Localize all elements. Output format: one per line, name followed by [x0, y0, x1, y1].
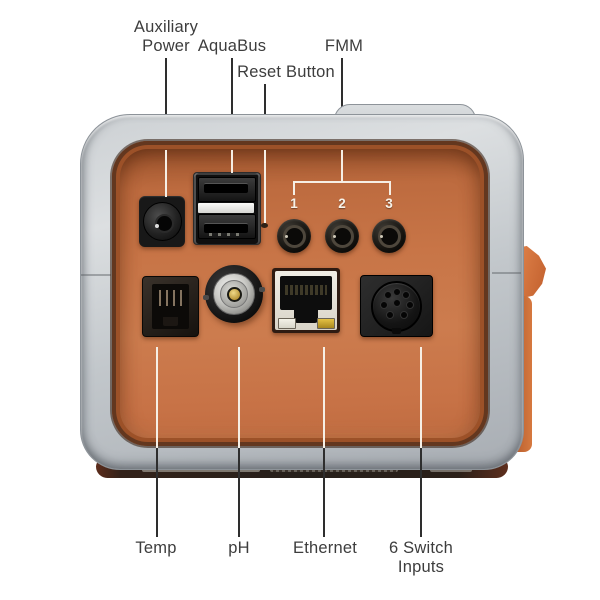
label-ethernet: Ethernet — [293, 539, 357, 557]
aquabus-dual-usb — [193, 172, 261, 245]
usb-pins — [209, 233, 245, 236]
six-switch-inputs-din-connector — [360, 275, 433, 337]
leader-line-temp — [156, 347, 158, 448]
casing-seam-right — [492, 272, 521, 274]
usb-slot — [204, 183, 248, 193]
bnc-recess — [220, 280, 248, 308]
ethernet-rj45-port — [272, 268, 340, 333]
rj11-pins — [159, 290, 183, 306]
fmm-jack-socket — [330, 224, 354, 248]
label-six-switch-line1: 6 Switch — [389, 539, 453, 557]
leader-line-auxiliary-power — [165, 58, 167, 150]
leader-line-auxiliary-power — [165, 150, 167, 197]
din-pin-hole — [393, 287, 401, 296]
din-pin-hole — [393, 298, 401, 307]
bnc-bayonet-lug — [259, 287, 265, 292]
din-key-notch — [392, 327, 401, 334]
leader-line-fmm — [341, 58, 343, 150]
auxiliary-power-barrel-jack — [139, 196, 185, 247]
aquabus-usb-port-top — [198, 177, 256, 202]
label-auxiliary-power-line2: Power — [142, 37, 190, 55]
din-pin-hole — [400, 310, 408, 319]
leader-line-fmm — [341, 150, 343, 183]
leader-line-aquabus — [231, 150, 233, 173]
leader-line-six-switch-inputs — [420, 448, 422, 537]
rj45-contacts — [285, 285, 327, 295]
fmm-jack-3 — [372, 219, 406, 253]
fmm-jack-1 — [277, 219, 311, 253]
bnc-metal-ring — [213, 273, 255, 315]
label-reset-button: Reset Button — [237, 63, 335, 81]
din-socket — [371, 280, 422, 334]
fmm-bracket — [293, 181, 391, 183]
rj45-clip-slot — [294, 310, 318, 323]
leader-line-temp — [156, 448, 158, 537]
barrel-jack-ring — [142, 202, 182, 241]
leader-line-aquabus — [231, 58, 233, 150]
label-auxiliary-power-line1: Auxiliary — [133, 18, 199, 36]
leader-line-ph — [238, 347, 240, 448]
fmm-port-number-3: 3 — [385, 196, 393, 211]
leader-line-six-switch-inputs — [420, 347, 422, 448]
aquabus-usb-port-bottom — [198, 214, 256, 239]
din-pin-hole — [386, 310, 394, 319]
barrel-jack-glint — [154, 224, 159, 228]
fmm-jack-glint — [332, 234, 336, 238]
rj45-opening — [280, 276, 332, 310]
reset-button-hole — [261, 223, 268, 228]
fmm-port-number-2: 2 — [338, 196, 346, 211]
label-temp: Temp — [135, 539, 177, 557]
leader-line-ethernet — [323, 347, 325, 448]
rj11-opening — [152, 284, 189, 329]
leader-line-ethernet — [323, 448, 325, 537]
din-pin-hole — [384, 290, 392, 299]
fmm-jack-2 — [325, 219, 359, 253]
ph-bnc-connector — [203, 265, 265, 323]
label-ph: pH — [228, 539, 250, 557]
rj11-clip-slot — [163, 317, 178, 326]
label-aquabus: AquaBus — [197, 37, 267, 55]
bnc-bayonet-lug — [203, 295, 209, 300]
temp-rj11-jack — [142, 276, 199, 337]
fmm-jack-socket — [377, 224, 401, 248]
barrel-jack-hole — [154, 214, 174, 233]
fmm-jack-glint — [379, 234, 383, 238]
ethernet-activity-led — [317, 318, 335, 329]
label-fmm: FMM — [324, 37, 364, 55]
fmm-bracket-right-drop — [389, 181, 391, 195]
fmm-port-number-1: 1 — [290, 196, 298, 211]
leader-line-ph — [238, 448, 240, 537]
din-pin-hole — [380, 300, 388, 309]
din-pin-hole — [402, 290, 410, 299]
fmm-jack-socket — [282, 224, 306, 248]
label-six-switch-line2: Inputs — [397, 558, 445, 576]
bnc-center-pin — [226, 286, 242, 302]
usb-metal-divider — [198, 203, 254, 213]
casing-seam-left — [81, 274, 111, 276]
din-pin-hole — [406, 300, 414, 309]
fmm-jack-glint — [284, 234, 288, 238]
ethernet-link-led — [278, 318, 296, 329]
usb-slot — [204, 223, 248, 233]
fmm-bracket-left-drop — [293, 181, 295, 195]
leader-line-reset-button — [264, 150, 266, 223]
